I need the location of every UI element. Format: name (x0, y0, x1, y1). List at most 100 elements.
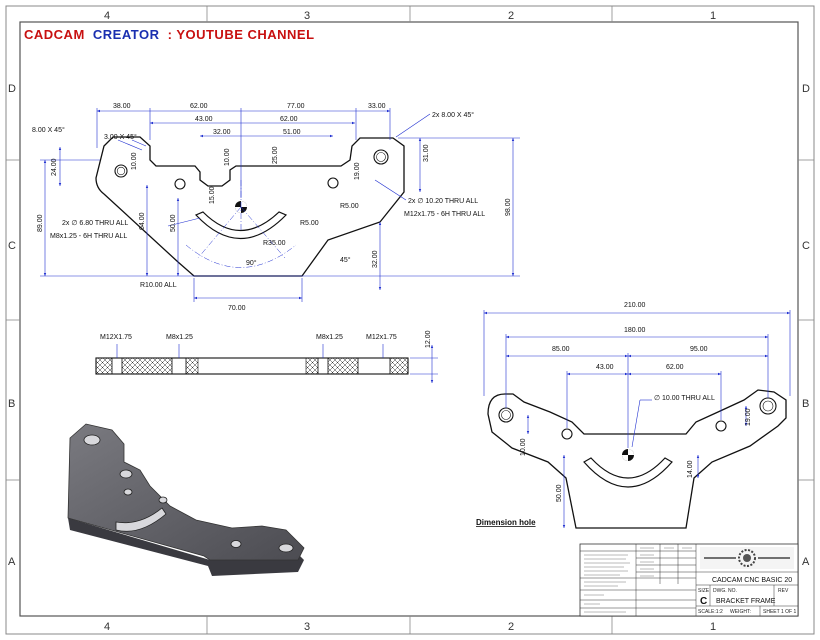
note-tap-right: M12x1.75 - 6H THRU ALL (404, 211, 485, 218)
dim-51: 51.00 (283, 129, 301, 136)
iso-hole-3 (123, 488, 133, 496)
note-hole-right: 2x ∅ 10.20 THRU ALL (408, 198, 478, 205)
zone-row-d-right: D (802, 83, 810, 95)
dim-r10-all: R10.00 ALL (140, 282, 177, 289)
note-tap-left: M8x1.25 - 6H THRU ALL (50, 233, 127, 240)
title-creator: CREATOR (93, 27, 160, 42)
dim-14-detail: 14.00 (687, 460, 694, 478)
dim-r5-b: R5.00 (340, 203, 359, 210)
top-hole-right (373, 149, 389, 165)
dim-32-b: 32.00 (372, 250, 379, 268)
dim-50-detail: 50.00 (556, 484, 563, 502)
tb-sheet: SHEET 1 OF 1 (763, 609, 796, 615)
iso-hole-2 (119, 469, 133, 479)
zone-labels: 4 3 2 1 4 3 2 1 D C B A D C B A (8, 10, 810, 633)
detail-caption: Dimension hole (476, 518, 536, 527)
top-view-dim-text: 38.00 62.00 77.00 33.00 43.00 62.00 32.0… (32, 103, 512, 312)
detail-hole-m8-right (715, 420, 727, 432)
dim-r5-a: R5.00 (300, 220, 319, 227)
title-channel: : YOUTUBE CHANNEL (168, 27, 315, 42)
tb-size-label: SIZE (698, 588, 710, 594)
top-view-dimensions (40, 108, 520, 302)
dim-38: 38.00 (113, 103, 131, 110)
detail-dimensions (483, 310, 791, 528)
dim-77: 77.00 (287, 103, 305, 110)
title-block: CADCAM CNC BASIC 20 SIZE C DWG. NO. BRAC… (579, 543, 799, 617)
iso-hole-5 (278, 543, 294, 553)
dim-98: 98.00 (505, 198, 512, 216)
zone-col-1-bottom: 1 (710, 621, 716, 633)
dim-62-detail: 62.00 (666, 364, 684, 371)
top-view-arc-slot (194, 211, 288, 239)
dim-10-b: 10.00 (131, 152, 138, 170)
note-chamfer-left: 8.00 X 45° (32, 126, 65, 134)
iso-hole-1 (83, 434, 101, 446)
dim-25: 25.00 (272, 146, 279, 164)
section-label-m12-right: M12x1.75 (366, 334, 397, 341)
zone-col-1: 1 (710, 10, 716, 22)
dim-33: 33.00 (368, 103, 386, 110)
detail-hole-m8-left (561, 428, 573, 440)
dim-r35: R35.00 (263, 240, 286, 247)
detail-arc-slot (583, 457, 673, 488)
detail-hole-left-inner (501, 410, 511, 420)
iso-part-body (67, 423, 305, 561)
dim-85: 85.00 (552, 346, 570, 353)
dim-43-detail: 43.00 (596, 364, 614, 371)
detail-hole-right (759, 397, 777, 415)
dim-31: 31.00 (423, 144, 430, 162)
dim-180: 180.00 (624, 327, 646, 334)
dim-15: 15.00 (209, 186, 216, 204)
dim-10-a: 10.00 (224, 148, 231, 166)
dim-19: 19.00 (354, 162, 361, 180)
note-chamfer-small: 3.00 X 45° (104, 133, 137, 141)
top-hole-m8-right (327, 177, 339, 189)
zone-col-2: 2 (508, 10, 514, 22)
zone-row-c-right: C (802, 240, 810, 252)
detail-dim-text: 210.00 180.00 85.00 95.00 43.00 62.00 10… (476, 302, 752, 527)
dim-62-mid: 62.00 (280, 116, 298, 123)
dim-angle-90: 90° (246, 259, 257, 267)
zone-col-4: 4 (104, 10, 110, 22)
note-chamfer-right: 2x 8.00 X 45° (432, 111, 474, 119)
dim-43-top: 43.00 (195, 116, 213, 123)
top-view-outline (95, 136, 405, 277)
section-label-m8-right: M8x1.25 (316, 334, 343, 341)
dim-89: 89.00 (37, 214, 44, 232)
dim-24: 24.00 (51, 158, 58, 176)
dim-210: 210.00 (624, 302, 646, 309)
dim-10-detail: 10.00 (520, 438, 527, 456)
detail-hole-right-inner (762, 400, 774, 412)
iso-hole-4 (230, 540, 242, 548)
zone-row-b-right: B (802, 398, 809, 410)
zone-col-2-bottom: 2 (508, 621, 514, 633)
tb-rev-label: REV (778, 588, 789, 594)
iso-slot (115, 507, 167, 532)
zone-row-b: B (8, 398, 15, 410)
top-hole-right-inner (376, 152, 386, 162)
section-dimensions (116, 344, 438, 383)
top-view (95, 136, 405, 277)
tb-title: BRACKET FRAME (716, 598, 776, 605)
detail-hole-left (498, 407, 514, 423)
dim-70: 70.00 (228, 305, 246, 312)
zone-col-4-bottom: 4 (104, 621, 110, 633)
section-view (95, 357, 409, 375)
top-hole-m8-left (174, 178, 186, 190)
zone-row-a-right: A (802, 556, 810, 568)
dim-angle-45: 45° (340, 256, 351, 264)
iso-hole-6 (158, 496, 168, 504)
dim-50: 50.00 (170, 214, 177, 232)
zone-col-3-bottom: 3 (304, 621, 310, 633)
iso-part-side (68, 518, 304, 576)
note-hole-left: 2x ∅ 6.80 THRU ALL (62, 220, 128, 227)
section-thickness: 12.00 (425, 330, 432, 348)
section-label-m12-left: M12X1.75 (100, 334, 132, 341)
zone-row-d: D (8, 83, 16, 95)
top-hole-left (114, 164, 128, 178)
tb-scale: SCALE:1:2 (698, 609, 723, 615)
tb-company: CADCAM CNC BASIC 20 (712, 577, 792, 584)
section-labels: M12X1.75 M8x1.25 M8x1.25 M12x1.75 12.00 (100, 330, 432, 348)
tb-size: C (700, 596, 707, 607)
